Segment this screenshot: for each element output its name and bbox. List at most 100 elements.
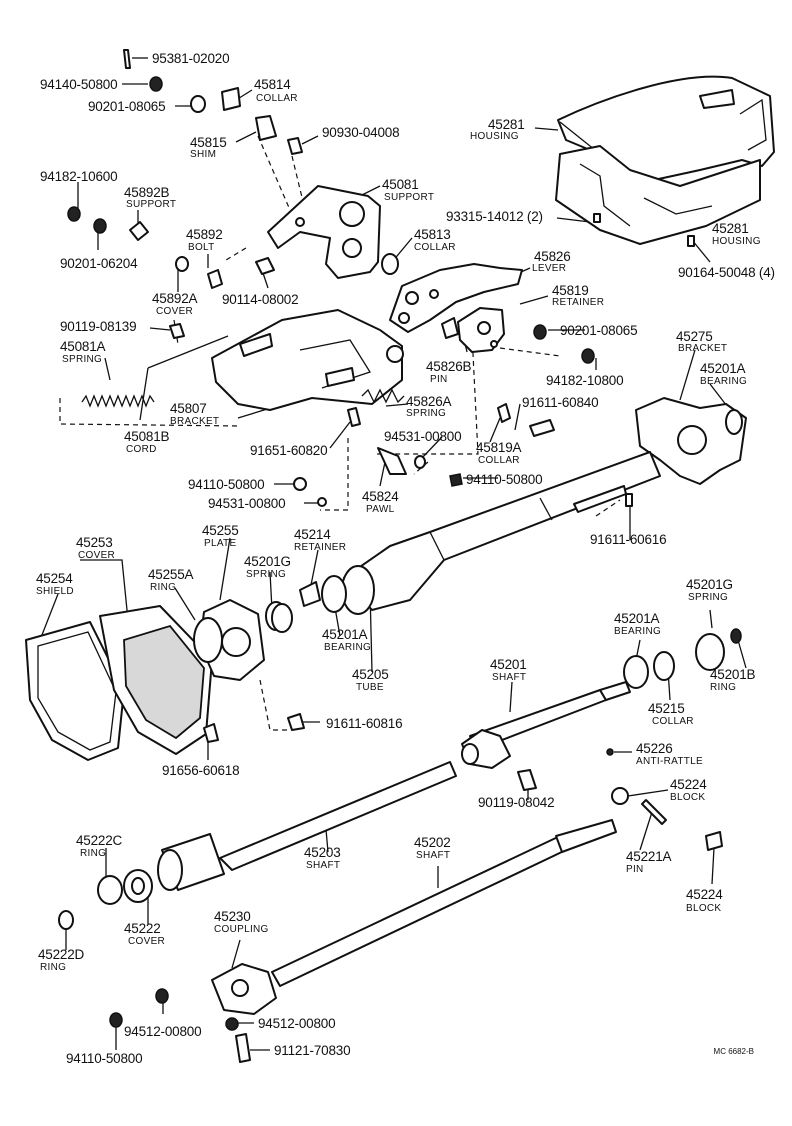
part-name: TUBE	[356, 682, 384, 693]
part-name: COUPLING	[214, 924, 269, 935]
part-name: COLLAR	[652, 716, 694, 727]
part-name: CORD	[126, 444, 157, 455]
part-number: 45201B	[710, 667, 756, 682]
part-number: 91611-60840	[522, 395, 599, 410]
cover-45222	[123, 869, 153, 903]
plate-45255	[193, 599, 265, 681]
part-name: BLOCK	[686, 903, 722, 914]
part-name: BEARING	[324, 642, 372, 653]
part-number: 90114-08002	[222, 292, 299, 307]
part-number: 94110-50800	[66, 1051, 143, 1066]
part-name: RING	[40, 962, 67, 973]
housing-lower	[555, 145, 761, 245]
part-number: 45253	[76, 535, 113, 550]
part-number: 90201-06204	[60, 256, 138, 271]
part-number: 45201A	[700, 361, 746, 376]
part-name: SHAFT	[306, 860, 341, 871]
part-number: 45819	[552, 283, 589, 298]
cover-45253	[99, 605, 213, 755]
part-number: 90119-08139	[60, 319, 137, 334]
part-number: 45201G	[244, 554, 291, 569]
part-number: 45201G	[686, 577, 733, 592]
part-number: 90930-04008	[322, 125, 400, 140]
bearing-45201a-right	[623, 628, 742, 689]
part-number: 45222C	[76, 833, 123, 848]
part-name: COLLAR	[256, 93, 298, 104]
part-name: BEARING	[614, 626, 662, 637]
part-number: 94512-00800	[258, 1016, 336, 1031]
part-number: 45824	[362, 489, 399, 504]
part-number: 45201A	[614, 611, 660, 626]
part-number: 94110-50800	[466, 472, 543, 487]
part-name: SPRING	[246, 569, 287, 580]
drawing-code: MC 6682-B	[713, 1047, 754, 1056]
cord	[147, 335, 229, 369]
ring-45222c	[97, 875, 123, 905]
part-number: 45826B	[426, 359, 472, 374]
part-name: PIN	[626, 864, 644, 875]
part-number: 45813	[414, 227, 451, 242]
part-number: 45214	[294, 527, 331, 542]
part-name: ANTI-RATTLE	[636, 756, 704, 767]
support-bracket	[267, 185, 381, 279]
part-number: 90119-08042	[478, 795, 555, 810]
part-name: COVER	[128, 936, 166, 947]
intermediate-shaft	[157, 761, 457, 891]
spring-45081a	[81, 394, 155, 408]
part-number: 45201	[490, 657, 527, 672]
part-number: 45892A	[152, 291, 198, 306]
part-number: 94182-10600	[40, 169, 118, 184]
part-name: SPRING	[406, 408, 447, 419]
part-number: 91651-60820	[250, 443, 328, 458]
part-number: 91656-60618	[162, 763, 240, 778]
spring-45826a	[361, 388, 405, 404]
part-number: 45255A	[148, 567, 194, 582]
part-name: SUPPORT	[384, 192, 435, 203]
part-number: 91611-60616	[590, 532, 667, 547]
bearing-left	[321, 575, 347, 613]
part-number: 45081A	[60, 339, 106, 354]
part-name: BEARING	[700, 376, 748, 387]
part-number: 90201-08065	[560, 323, 638, 338]
part-number: 45281	[712, 221, 749, 236]
ring-45222d	[58, 910, 74, 930]
part-number: 45226	[636, 741, 673, 756]
part-number: 91121-70830	[274, 1043, 351, 1058]
part-number: 45201A	[322, 627, 368, 642]
part-name: LEVER	[532, 263, 567, 274]
part-number: 45203	[304, 845, 341, 860]
part-number: 93315-14012 (2)	[446, 209, 543, 224]
part-number: 45224	[670, 777, 707, 792]
retainer-plate	[457, 307, 505, 353]
part-name: PLATE	[204, 538, 237, 549]
part-name: HOUSING	[470, 131, 519, 142]
part-name: PIN	[430, 374, 448, 385]
part-name: SHAFT	[492, 672, 527, 683]
part-number: 91611-60816	[326, 716, 403, 731]
part-number: 45254	[36, 571, 73, 586]
spring-45201g-left	[265, 601, 293, 633]
part-name: COLLAR	[414, 242, 456, 253]
part-name: RETAINER	[294, 542, 347, 553]
part-number: 45815	[190, 135, 227, 150]
part-number: 45807	[170, 401, 207, 416]
part-number: 45202	[414, 835, 451, 850]
part-number: 45255	[202, 523, 239, 538]
part-number: 45275	[676, 329, 713, 344]
tilt-lever	[389, 263, 523, 333]
part-number: 90201-08065	[88, 99, 166, 114]
part-name: BRACKET	[170, 416, 220, 427]
column-tube	[341, 451, 661, 615]
part-name: BLOCK	[670, 792, 706, 803]
part-name: SPRING	[62, 354, 103, 365]
part-name: HOUSING	[712, 236, 761, 247]
part-number: 45826	[534, 249, 571, 264]
part-number: 45892	[186, 227, 223, 242]
part-number: 94140-50800	[40, 77, 118, 92]
part-name: COVER	[156, 306, 194, 317]
column-bracket	[635, 397, 747, 485]
part-name: SUPPORT	[126, 199, 177, 210]
part-number: 45892B	[124, 185, 170, 200]
part-number: 45205	[352, 667, 389, 682]
